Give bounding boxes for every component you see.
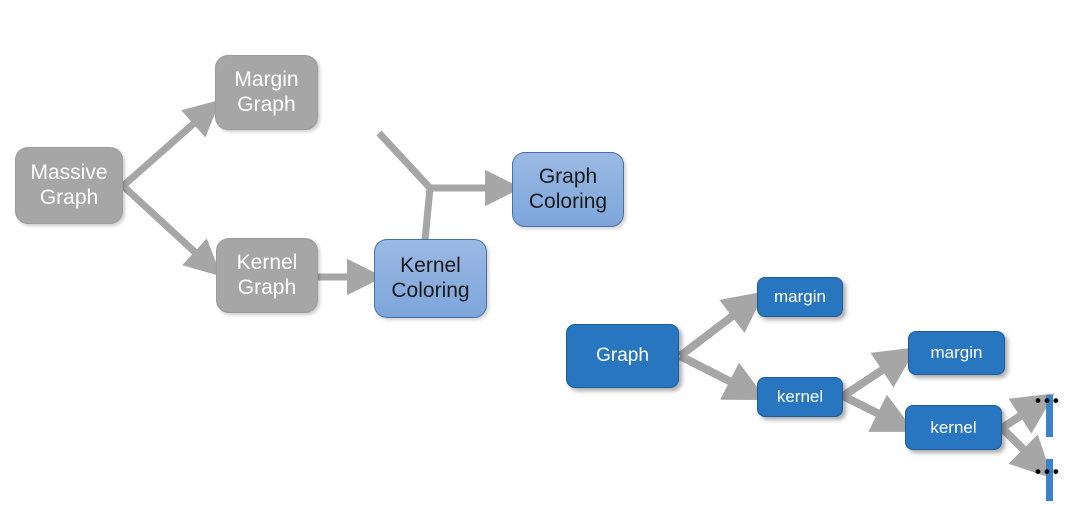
edge-graph-to-kernel1 <box>678 352 767 400</box>
node-kernel-level1[interactable]: kernel <box>757 377 843 417</box>
node-margin-graph[interactable]: Margin Graph <box>215 55 318 130</box>
edge-margingraph-to-junction <box>376 130 433 191</box>
edge-kernel1-to-margin2 <box>840 347 917 400</box>
edge-kernelcoloring-to-junction <box>421 187 434 241</box>
node-kernel-graph[interactable]: Kernel Graph <box>216 238 318 313</box>
node-graph-coloring[interactable]: Graph Coloring <box>512 152 624 227</box>
node-kernel-level2[interactable]: kernel <box>905 405 1002 450</box>
node-label: Graph <box>596 344 649 366</box>
node-label: margin <box>774 287 826 307</box>
node-label: Margin Graph <box>234 68 299 116</box>
node-label: Kernel Coloring <box>391 254 470 302</box>
edge-kernel1-to-kernel2 <box>841 392 915 432</box>
node-label: kernel <box>776 387 824 407</box>
node-label: kernel <box>930 417 977 437</box>
node-label: Kernel Graph <box>236 251 298 299</box>
edge-massive-to-margin <box>120 99 221 189</box>
edge-massive-to-kernel <box>120 183 222 277</box>
end-bar-bottom <box>1046 459 1053 501</box>
edge-kernel2-to-ellipsis-bottom <box>999 425 1053 479</box>
node-label: margin <box>930 343 983 363</box>
node-massive-graph[interactable]: Massive Graph <box>15 147 123 224</box>
node-label: Graph Coloring <box>528 165 608 213</box>
edge-kernel2-to-ellipsis-top <box>999 393 1055 434</box>
ellipsis-top: ••• <box>1035 391 1062 410</box>
node-label: Massive Graph <box>30 161 108 209</box>
node-margin-level1[interactable]: margin <box>757 277 843 317</box>
ellipsis-bottom: ••• <box>1035 462 1062 481</box>
node-margin-level2[interactable]: margin <box>908 331 1005 375</box>
edge-graph-to-margin1 <box>677 291 766 360</box>
node-kernel-coloring[interactable]: Kernel Coloring <box>374 239 487 318</box>
node-graph[interactable]: Graph <box>566 324 679 388</box>
